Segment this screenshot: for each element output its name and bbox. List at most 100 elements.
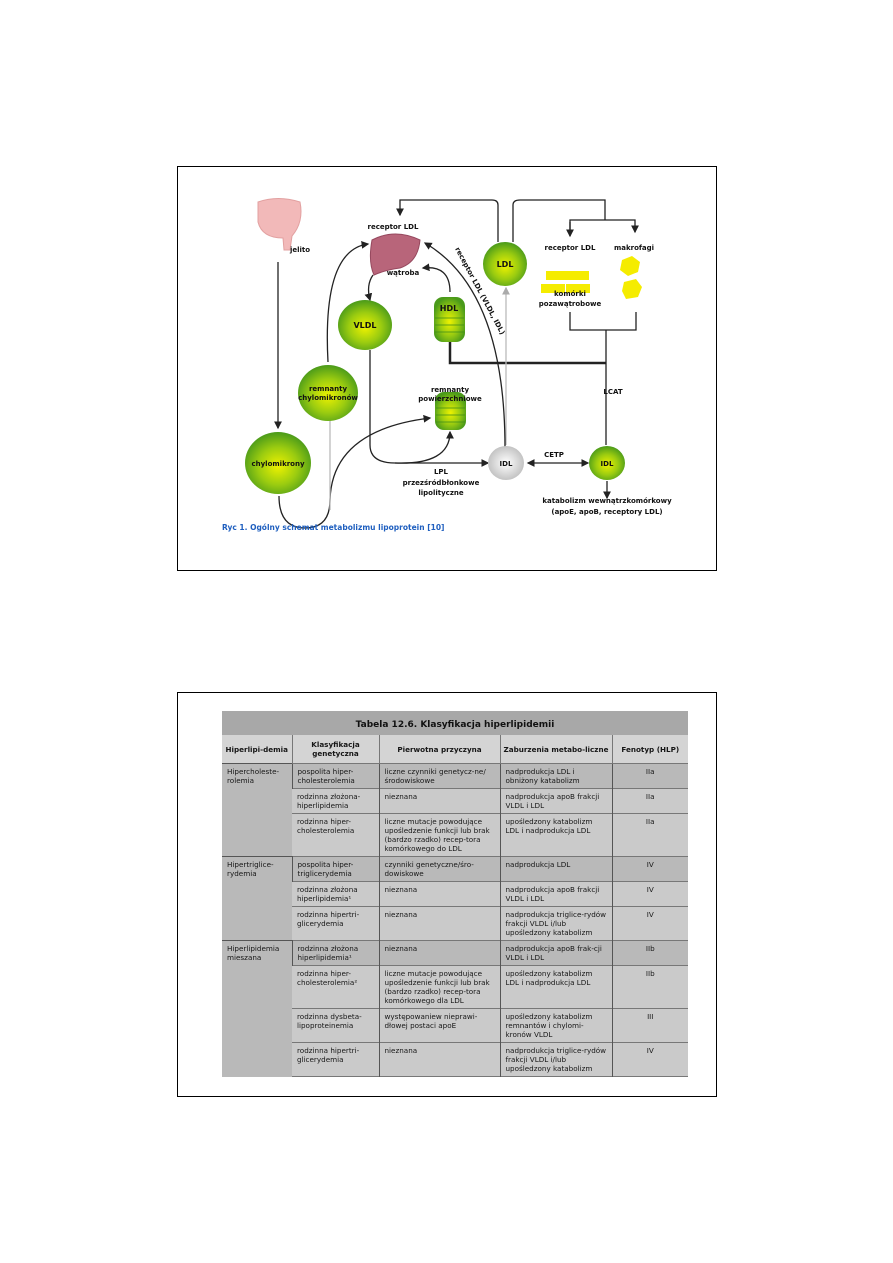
table-cell: rodzinna złożona hiperlipidemia¹ <box>291 940 379 966</box>
label-idl-green: IDL <box>601 460 614 468</box>
table-cell: IIa <box>611 763 688 789</box>
ldl-particle <box>483 242 527 286</box>
column-header: Zaburzenia metabo-liczne <box>499 735 612 764</box>
table-cell: rodzinna złożona-hiperlipidemia <box>292 788 379 814</box>
table-cell: rodzinna hipertri-glicerydemia <box>292 1042 379 1077</box>
label-lpl-sub-2: lipolityczne <box>418 489 464 497</box>
table-cell: nieznana <box>378 881 500 907</box>
column-header: Fenotyp (HLP) <box>611 735 688 764</box>
idl-gray-particle <box>488 446 524 480</box>
label-idl-gray: IDL <box>500 460 513 468</box>
label-lcat: LCAT <box>603 388 622 396</box>
table-cell: zespół chylomi-kronemii <box>292 1076 379 1077</box>
cells-icon <box>541 271 590 293</box>
label-macrophages: makrofagi <box>614 244 654 252</box>
table-cell: I lub V <box>611 1076 688 1077</box>
label-lpl-sub: przezśródbłonkowe <box>403 479 480 487</box>
table-cell: nadprodukcja apoB frakcji VLDL i LDL <box>499 788 612 814</box>
table-cell: liczne mutacje powodujące upośledzenie f… <box>378 813 500 857</box>
table-cell: nadprodukcja triglice-rydów frakcji VLDL… <box>499 906 612 941</box>
column-header: Klasyfikacja genetyczna <box>291 735 379 764</box>
table-cell: brak/niedobór lipazy lipo-proteinowej lu… <box>378 1076 500 1077</box>
table-cell: rodzinna hiper-cholesterolemia <box>292 813 379 857</box>
chylomicrons-particle <box>245 432 311 494</box>
table-cell: występowaniew nieprawi-dłowej postaci ap… <box>378 1008 500 1043</box>
figure-caption: Ryc 1. Ogólny schemat metabolizmu lipopr… <box>222 523 445 532</box>
group-name-cell: Hipercholeste-rolemia <box>222 763 292 857</box>
table-cell: nieznana <box>378 788 500 814</box>
table-cell: upośledzony katabolizm LDL i nadprodukcj… <box>499 813 612 857</box>
label-ldl: LDL <box>497 260 514 269</box>
label-cell-receptor: receptor LDL <box>545 244 596 252</box>
connector-lines <box>274 199 639 529</box>
label-cetp: CETP <box>544 451 564 459</box>
table-cell: pospolita hiper-triglicerydemia <box>291 856 379 882</box>
label-liver-receptor: receptor LDL <box>368 223 419 231</box>
table-cell: liczne mutacje powodujące upośledzenie f… <box>378 965 500 1009</box>
table-cell: IIb <box>611 940 688 966</box>
table-cell: pospolita hiper-cholesterolemia <box>291 763 379 789</box>
table-cell: nadprodukcja apoB frak-cji VLDL i LDL <box>499 940 612 966</box>
table-cell: IV <box>611 906 688 941</box>
table-title: Tabela 12.6. Klasyfikacja hiperlipidemii <box>222 711 688 735</box>
hdl-stack <box>434 297 465 342</box>
table-cell: nadprodukcja LDL i obniżony katabolizm <box>499 763 612 789</box>
label-cells: komórki <box>554 290 586 298</box>
table-cell: IIb <box>611 965 688 1009</box>
group-name-cell: Hiperlipidemia mieszana <box>222 940 292 1077</box>
table-cell: liczne czynniki genetycz-ne/środowiskowe <box>378 763 500 789</box>
table-cell: upośledzony katabolizm LDL i nadprodukcj… <box>499 965 612 1009</box>
table-cell: nieznana <box>378 906 500 941</box>
label-chylo-remnants: remnanty <box>309 385 348 393</box>
macrophages-icon <box>620 256 642 299</box>
idl-green-particle <box>589 446 625 480</box>
table-cell: nieznana <box>378 1042 500 1077</box>
table-cell: rodzinna hipertri-glicerydemia <box>292 906 379 941</box>
table-cell: rodzinna dysbeta-lipoproteinemia <box>292 1008 379 1043</box>
table-cell: nieznana <box>378 940 500 966</box>
surface-remnants-stack <box>435 392 466 430</box>
column-header: Pierwotna przyczyna <box>378 735 500 764</box>
label-cells-2: pozawątrobowe <box>539 300 602 308</box>
chylomicron-remnants-particle <box>298 365 358 421</box>
table-cell: upośledzony katabolizm remnantów i chylo… <box>499 1008 612 1043</box>
label-hdl: HDL <box>440 304 458 313</box>
table-cell: nadprodukcja LDL <box>499 856 612 882</box>
table-cell: III <box>611 1008 688 1043</box>
label-surface-remnants-2: powierzchniowe <box>418 395 482 403</box>
table-cell: IV <box>611 1042 688 1077</box>
hyperlipidemia-table: Tabela 12.6. Klasyfikacja hiperlipidemii… <box>222 711 688 1077</box>
table-cell: czynniki genetyczne/śro-dowiskowe <box>378 856 500 882</box>
group-name-cell: Hipertriglice-rydemia <box>222 856 292 941</box>
table-cell: upośledzony katabolizm chylomikronów, cz… <box>499 1076 612 1077</box>
column-header: Hiperlipi-demia <box>222 735 292 764</box>
label-lpl: LPL <box>434 468 449 476</box>
label-liver: wątroba <box>387 269 420 277</box>
vldl-particle <box>338 300 392 350</box>
table-row: zespół chylomi-kronemiibrak/niedobór lip… <box>222 1076 688 1077</box>
label-surface-remnants: remnanty <box>431 386 470 394</box>
label-intestine: jelito <box>289 246 310 254</box>
label-chylomicrons: chylomikrony <box>251 460 304 468</box>
table-cell: IV <box>611 856 688 882</box>
table-cell: IIa <box>611 788 688 814</box>
table-cell: IV <box>611 881 688 907</box>
lipoprotein-metabolism-diagram: jelito receptor LDL wątroba LDL receptor… <box>222 198 672 532</box>
table-cell: nadprodukcja apoB frakcji VLDL i LDL <box>499 881 612 907</box>
table-cell: nadprodukcja triglice-rydów frakcji VLDL… <box>499 1042 612 1077</box>
table-cell: rodzinna złożona hiperlipidemia¹ <box>292 881 379 907</box>
label-catabolism: katabolizm wewnątrzkomórkowy <box>542 497 672 505</box>
intestine-icon <box>257 198 302 251</box>
label-vldl: VLDL <box>353 321 376 330</box>
table-cell: rodzinna hiper-cholesterolemia² <box>292 965 379 1009</box>
